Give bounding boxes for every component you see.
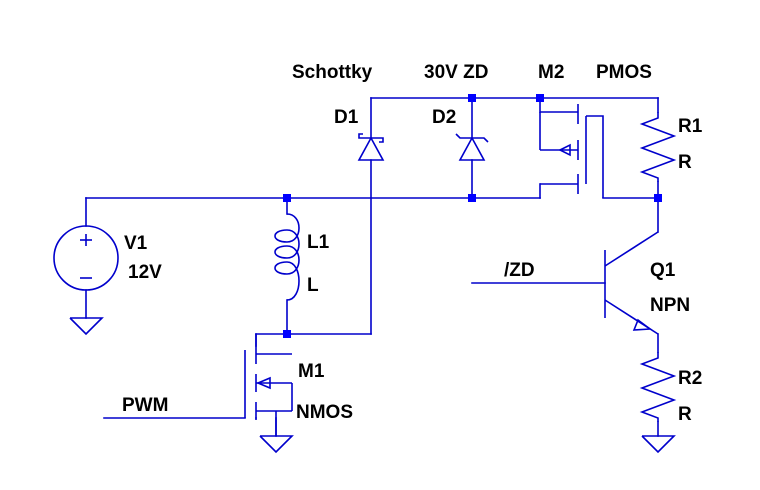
diode-d2-symbol[interactable] bbox=[455, 133, 489, 161]
r1-name-label: R1 bbox=[678, 116, 703, 137]
pwm-net-label: PWM bbox=[122, 395, 168, 416]
junction-dot bbox=[468, 94, 476, 102]
d2-name-label: D2 bbox=[432, 107, 456, 128]
q1-value-label: NPN bbox=[650, 295, 690, 316]
junction-dot bbox=[283, 330, 291, 338]
r1-value-label: R bbox=[678, 152, 692, 173]
npn-q1-symbol[interactable] bbox=[604, 231, 659, 335]
l1-name-label: L1 bbox=[307, 232, 330, 253]
d1-value-label: Schottky bbox=[292, 62, 373, 83]
r2-value-label: R bbox=[678, 404, 692, 425]
junction-dot bbox=[283, 194, 291, 202]
diode-d1-symbol[interactable] bbox=[357, 133, 385, 161]
resistor-r2-symbol[interactable] bbox=[639, 352, 677, 422]
v1-name-label: V1 bbox=[124, 233, 148, 254]
voltage-source-v1-symbol[interactable] bbox=[53, 225, 119, 291]
labels: Schottky D1 30V ZD D2 M2 PMOS R1 R V1 12… bbox=[122, 62, 703, 425]
zd-net-label: /ZD bbox=[504, 260, 535, 281]
junction-dot bbox=[468, 194, 476, 202]
resistor-r1-symbol[interactable] bbox=[639, 112, 677, 182]
m2-value-label: PMOS bbox=[596, 62, 652, 83]
d1-name-label: D1 bbox=[334, 107, 359, 128]
v1-value-label: 12V bbox=[128, 262, 162, 283]
inductor-l1-symbol[interactable] bbox=[274, 213, 300, 301]
junction-dot bbox=[536, 94, 544, 102]
q1-name-label: Q1 bbox=[650, 260, 676, 281]
r2-name-label: R2 bbox=[678, 368, 702, 389]
wires bbox=[85, 97, 659, 437]
junction-dot bbox=[654, 194, 662, 202]
m2-name-label: M2 bbox=[538, 62, 564, 83]
d2-value-label: 30V ZD bbox=[424, 62, 488, 83]
m1-value-label: NMOS bbox=[296, 402, 353, 423]
m1-name-label: M1 bbox=[298, 361, 325, 382]
ground-icon bbox=[641, 435, 676, 454]
ground-icon bbox=[69, 317, 104, 336]
pmos-m2-symbol[interactable] bbox=[539, 104, 604, 198]
ground-icon bbox=[259, 435, 294, 454]
junctions bbox=[283, 94, 662, 338]
nmos-m1-symbol[interactable] bbox=[244, 334, 293, 436]
l1-value-label: L bbox=[307, 275, 319, 296]
